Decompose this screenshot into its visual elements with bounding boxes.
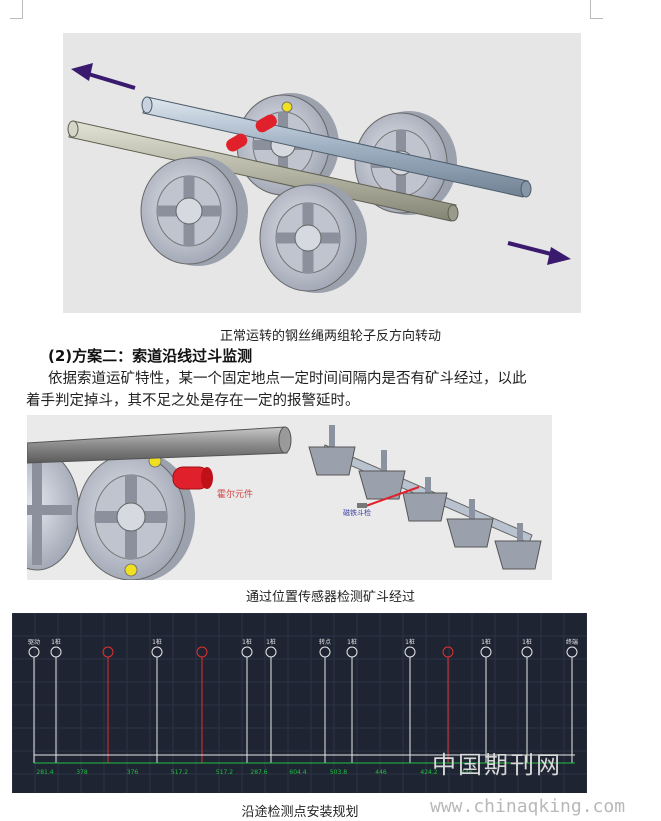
- section-heading: (2)方案二：索道沿线过斗监测: [48, 347, 253, 365]
- cad-dim-values: 281.4 378 376 517.2 517.2 287.6 604.4 503.8 446 4…: [36, 769, 473, 776]
- cad-dim-value: 517.2: [171, 769, 188, 776]
- wheel-front-left: [140, 156, 248, 266]
- figure-3-cad-layout: 驱动 1桩 1桩 1桩 1桩 转点 1桩 1桩 1桩 1桩 终端 281.4 378 376 517.2 5…: [11, 612, 588, 793]
- cad-post-marker: [480, 646, 492, 658]
- arrow-right-icon: [507, 241, 571, 265]
- cad-post-marker: [566, 646, 578, 658]
- figure-1-rollers: [63, 33, 581, 313]
- fig2-sensor-label: 霍尔元件: [217, 488, 253, 500]
- watermark-url: www.chinaqking.com: [430, 796, 626, 817]
- figure-1-drawing: [67, 63, 571, 293]
- red-cable: [362, 486, 420, 508]
- cad-dim-value: 503.8: [330, 769, 347, 776]
- cad-post-label: 终端: [566, 638, 578, 646]
- wheel-front-right: [259, 183, 367, 293]
- cad-post-marker: [404, 646, 416, 658]
- cad-dim-value: 287.6: [250, 769, 267, 776]
- red-sensor-parts: [226, 101, 293, 152]
- cad-post-marker: [151, 646, 163, 658]
- cad-post-label: 1桩: [266, 638, 276, 646]
- cad-post-marker: [521, 646, 533, 658]
- top-pipe: [26, 426, 292, 464]
- cad-dim-value: 604.4: [289, 769, 306, 776]
- upper-pipe: [141, 96, 532, 198]
- hall-sensor-cylinder: [172, 466, 213, 490]
- bucket-4: [446, 499, 494, 548]
- cad-dim-value: 376: [127, 769, 139, 776]
- paragraph-line-2: 着手判定掉斗，其不足之处是存在一定的报警延时。: [26, 393, 360, 409]
- bucket-5: [494, 523, 542, 570]
- bucket-1: [308, 425, 356, 476]
- cad-dim-value: 517.2: [216, 769, 233, 776]
- cad-post-label: 1桩: [522, 638, 532, 646]
- figure-2-sensor: 霍尔元件: [0, 415, 552, 582]
- figure-3-drawing: 驱动 1桩 1桩 1桩 1桩 转点 1桩 1桩 1桩 1桩 终端 281.4 378 376 517.2 5…: [11, 612, 588, 793]
- page-corner-mark-left: [10, 0, 23, 19]
- cad-detect-point: [196, 646, 208, 658]
- cad-post-marker: [50, 646, 62, 658]
- buckets: [308, 425, 542, 570]
- wheel-partial-left: [0, 449, 80, 571]
- fig2-bucket-label: 磁铁斗检: [343, 508, 371, 517]
- paragraph-line-1: 依据索道运矿特性，某一个固定地点一定时间间隔内是否有矿斗经过，以此: [48, 371, 527, 387]
- cad-post-label: 1桩: [405, 638, 415, 646]
- bucket-2: [358, 450, 406, 500]
- cad-detect-point: [442, 646, 454, 658]
- cad-post-label: 1桩: [152, 638, 162, 646]
- cad-post-marker: [319, 646, 331, 658]
- cad-dim-value: 446: [461, 769, 473, 776]
- arrow-left-icon: [71, 63, 136, 90]
- cad-post-label: 1桩: [242, 638, 252, 646]
- cad-post-label: 1桩: [347, 638, 357, 646]
- cad-post-label: 1桩: [481, 638, 491, 646]
- watermark-cn: 中国期刊网: [432, 751, 562, 779]
- figure-1-caption: 正常运转的钢丝绳两组轮子反方向转动: [219, 329, 441, 344]
- figure-3-caption: 沿途检测点安装规划: [241, 805, 359, 820]
- figure-2-caption: 通过位置传感器检测矿斗经过: [245, 590, 415, 605]
- cad-post-marker: [346, 646, 358, 658]
- cad-dim-value: 281.4: [36, 769, 53, 776]
- cad-post-marker: [28, 646, 40, 658]
- cad-post-marker: [265, 646, 277, 658]
- bucket-3: [402, 477, 448, 522]
- page-corner-mark-right: [590, 0, 603, 19]
- cad-post-label: 1桩: [51, 638, 61, 646]
- bucket-sensor: [357, 503, 367, 508]
- cad-dim-value: 424.2: [420, 769, 437, 776]
- cad-dim-value: 446: [375, 769, 387, 776]
- cad-dim-value: 378: [76, 769, 88, 776]
- wheel-large: [76, 452, 195, 582]
- lower-pipe: [67, 120, 459, 222]
- figure-2-drawing: 霍尔元件: [0, 425, 542, 582]
- cad-post-marker: [241, 646, 253, 658]
- cad-posts: 驱动 1桩 1桩 1桩 1桩 转点 1桩 1桩 1桩 1桩 终端: [28, 638, 578, 763]
- cad-post-label: 驱动: [28, 639, 40, 646]
- cad-post-label: 转点: [319, 638, 331, 646]
